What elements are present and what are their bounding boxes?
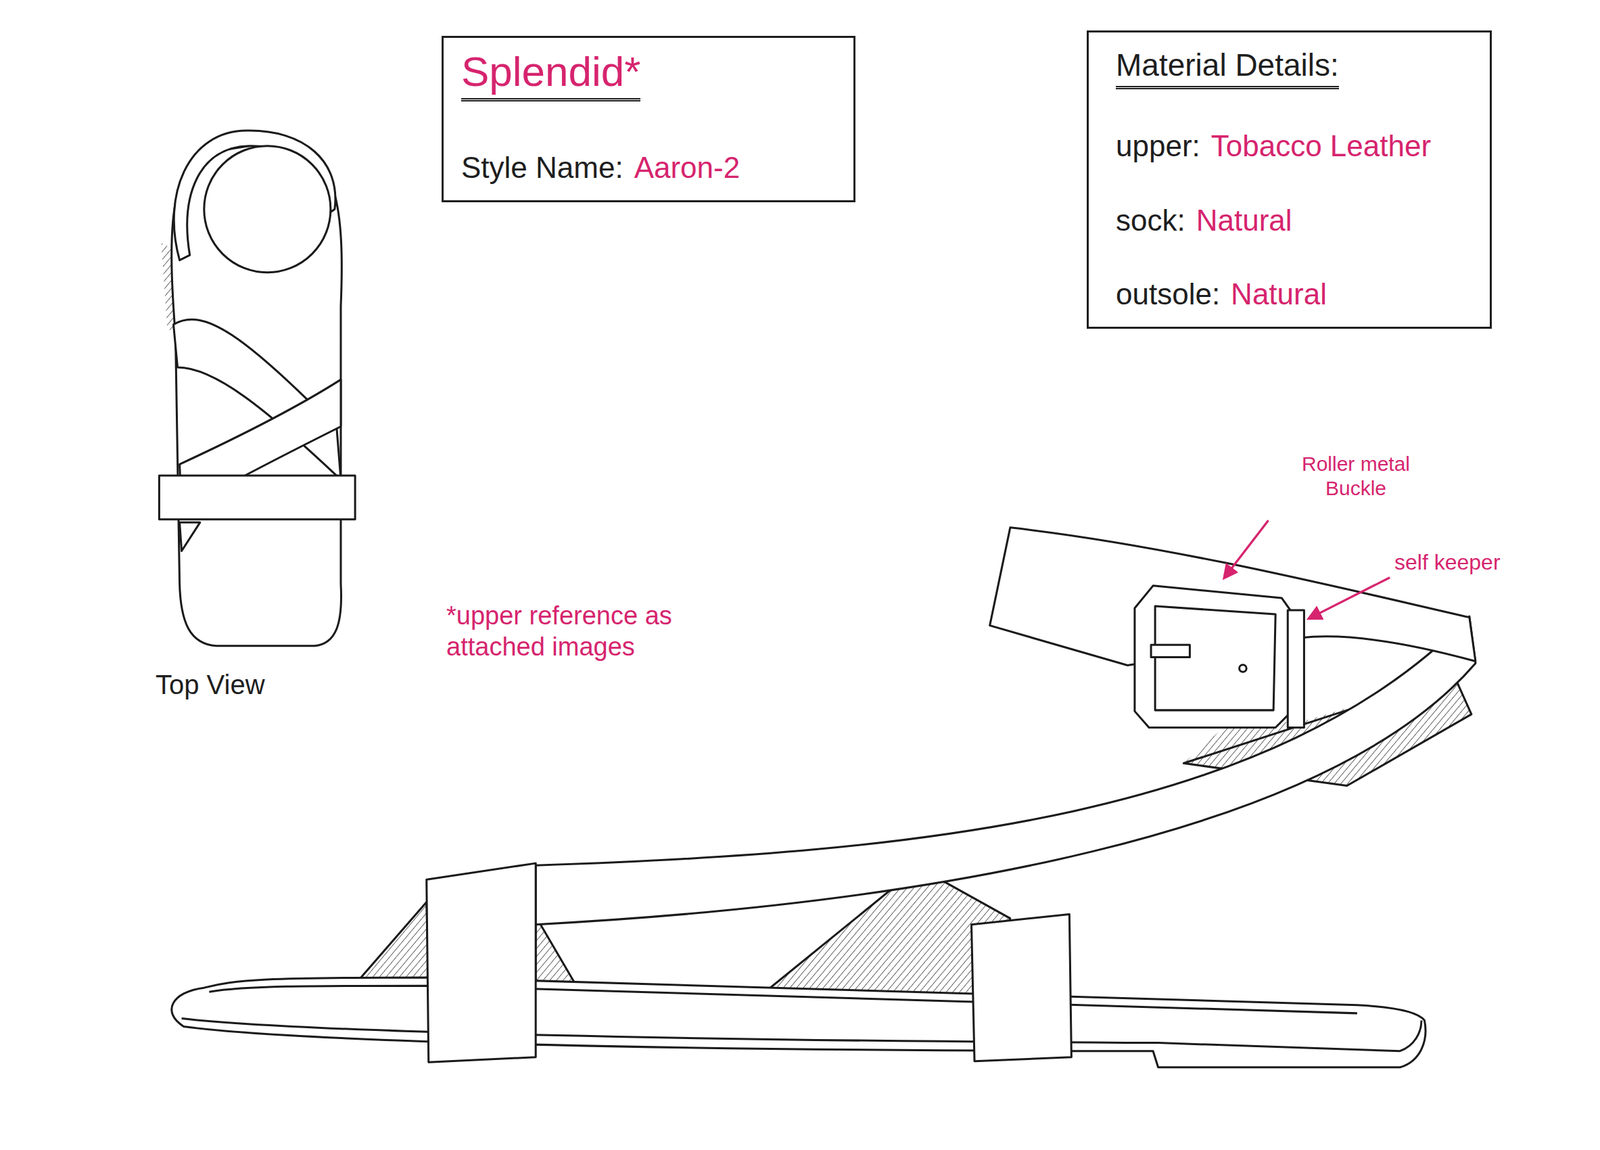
- inner-hatch: [535, 916, 578, 988]
- text-row: sock: Natural: [1115, 203, 1470, 239]
- field-label: upper:: [1115, 129, 1201, 164]
- text-row: Style Name: Aaron-2: [461, 150, 836, 186]
- text-row: outsole: Natural: [1115, 277, 1470, 312]
- style-name: Aaron-2: [634, 150, 741, 186]
- footbed-line: [208, 985, 1358, 1014]
- roller-buckle: [1134, 585, 1292, 728]
- text-row: Splendid*: [461, 47, 836, 102]
- callout-label: Roller metal Buckle: [1284, 451, 1427, 501]
- leader-arrow: [1309, 577, 1390, 619]
- field-value: Tobacco Leather: [1211, 129, 1431, 164]
- top-view-sandal: [158, 130, 356, 646]
- field-label: sock:: [1115, 203, 1186, 239]
- text-row: Material Details:: [1115, 47, 1470, 90]
- field-value: Natural: [1196, 203, 1293, 239]
- note: *upper reference as attached images: [446, 600, 731, 663]
- view-label: Top View: [155, 668, 332, 701]
- buckle-prong: [1150, 644, 1190, 657]
- sole-layer: [181, 1017, 1422, 1051]
- heel-cup: [204, 146, 331, 273]
- sole: [171, 977, 1426, 1068]
- field-value: Natural: [1230, 277, 1327, 312]
- sole-outline: [171, 139, 343, 646]
- quarter-strap: [971, 914, 1072, 1062]
- callout-label: self keeper: [1394, 549, 1591, 575]
- side-view-sandal: [171, 527, 1476, 1068]
- leader-arrow: [1224, 520, 1269, 577]
- leader-lines: [1224, 520, 1390, 619]
- inner-hatch: [359, 901, 429, 982]
- front-strap: [158, 475, 356, 520]
- front-strap: [426, 862, 536, 1062]
- info-box: Material Details: upper: Tobacco Leather so…: [1086, 30, 1492, 329]
- field-label: Style Name:: [461, 150, 624, 186]
- brand-name: Splendid*: [461, 47, 641, 102]
- box-heading: Material Details:: [1115, 47, 1339, 90]
- info-box: Splendid* Style Name: Aaron-2: [441, 35, 856, 203]
- field-label: outsole:: [1115, 277, 1220, 312]
- cross-strap: [179, 522, 201, 551]
- text-row: upper: Tobacco Leather: [1115, 129, 1470, 164]
- cross-strap: [535, 616, 1476, 925]
- self-keeper: [1287, 609, 1304, 727]
- strap-hole: [1239, 664, 1247, 673]
